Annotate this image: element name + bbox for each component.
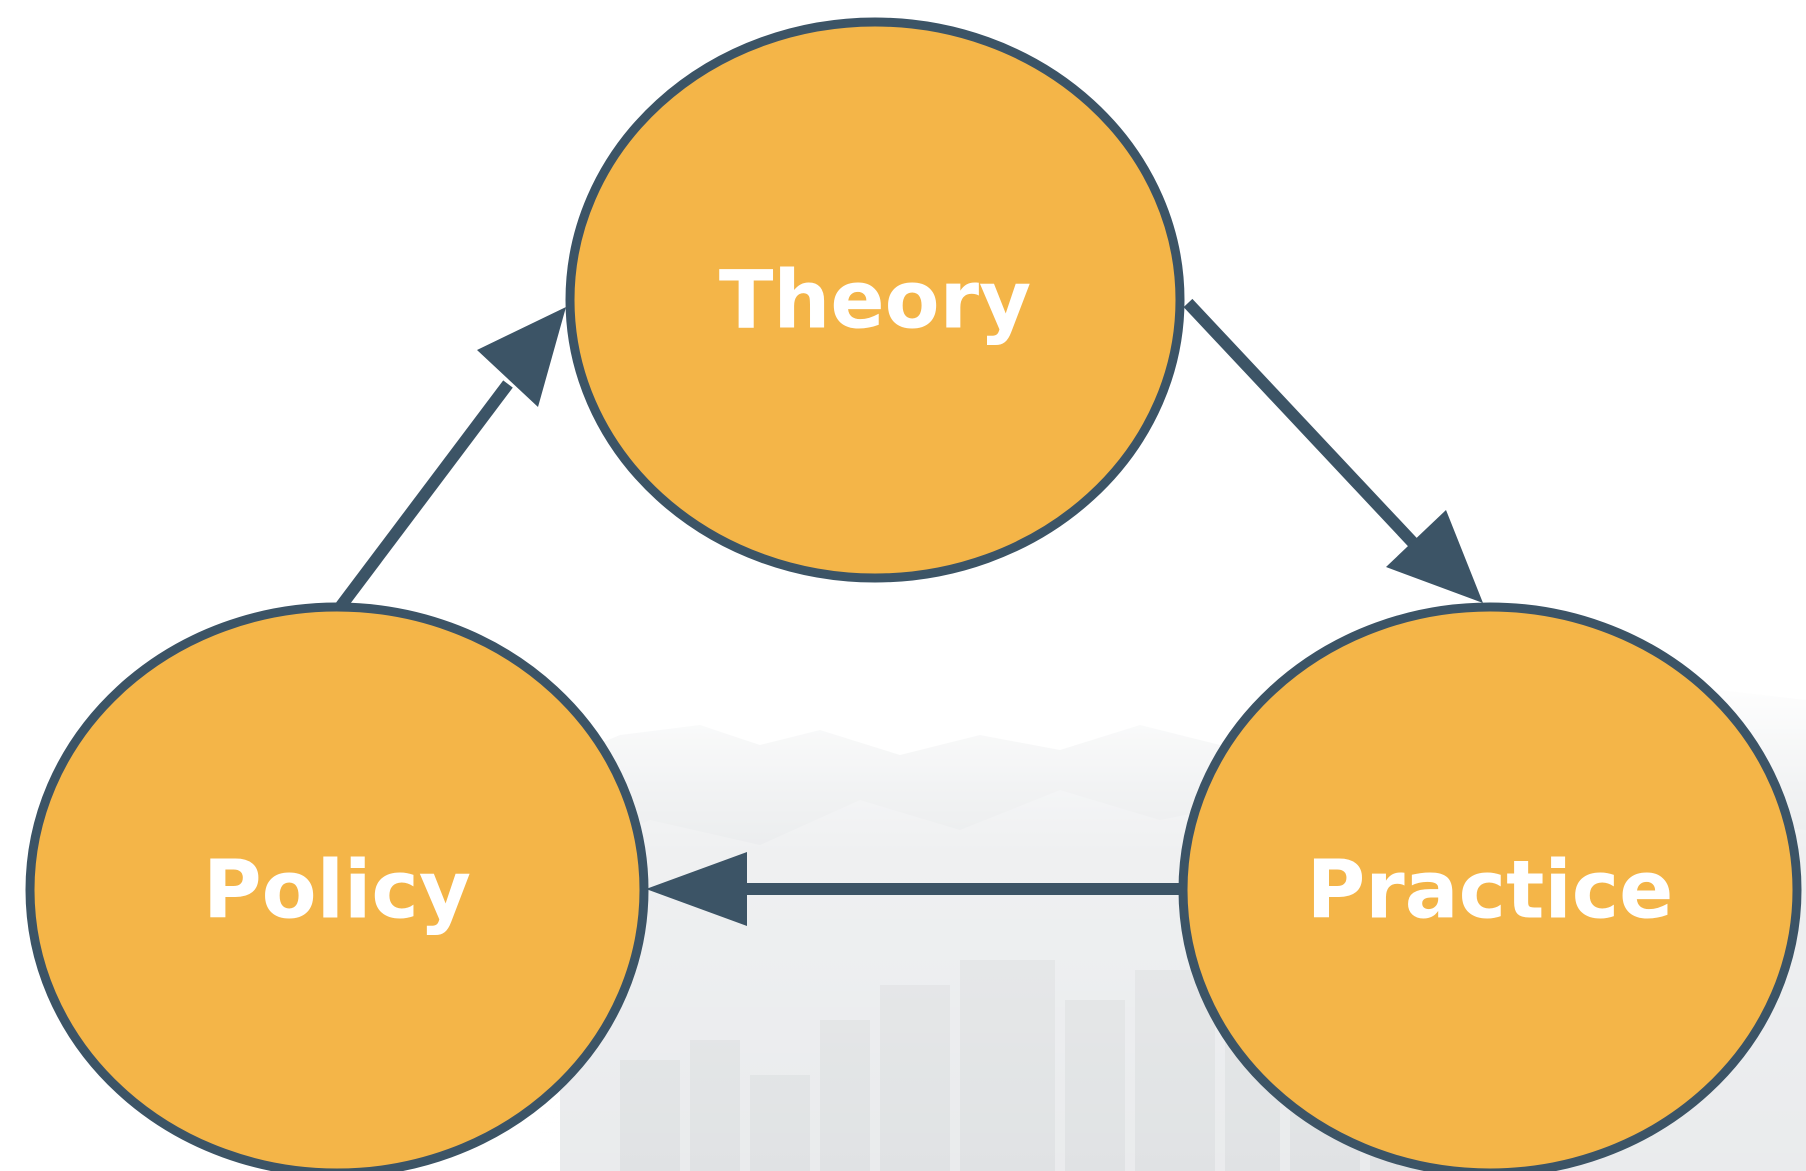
node-theory-label: Theory xyxy=(719,254,1031,347)
arrowhead-to-practice-icon xyxy=(1386,510,1483,603)
edge-policy-to-theory xyxy=(336,380,513,610)
node-practice: Practice xyxy=(1178,602,1802,1171)
arrowhead-to-policy-icon xyxy=(646,852,747,926)
node-theory: Theory xyxy=(565,17,1185,583)
edge-theory-to-practice xyxy=(1183,298,1437,568)
node-policy: Policy xyxy=(25,602,649,1171)
node-policy-label: Policy xyxy=(203,844,471,937)
arrowhead-to-theory-icon xyxy=(477,307,566,407)
connectors xyxy=(336,298,1483,926)
node-practice-label: Practice xyxy=(1307,844,1674,937)
